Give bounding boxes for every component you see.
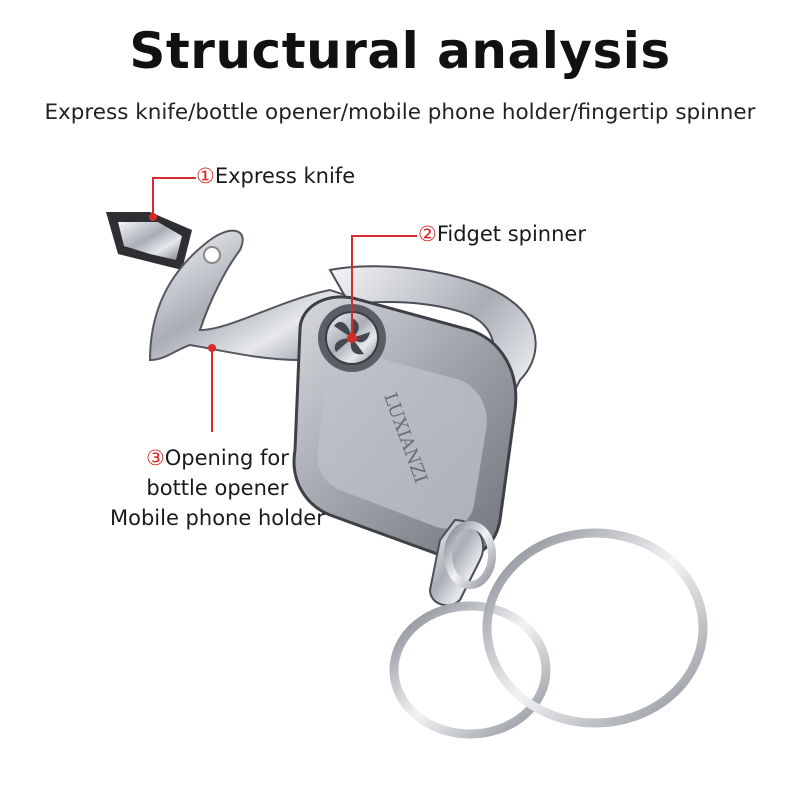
- callout-bottle-opener: ③Opening for bottle opener Mobile phone …: [110, 443, 325, 533]
- callout-number-2: ②: [418, 222, 437, 246]
- callout-label-3-line-2: bottle opener: [146, 476, 289, 500]
- swivel-joint: [428, 518, 496, 607]
- knife-blade: [106, 212, 192, 270]
- callout-express-knife: ①Express knife: [196, 164, 355, 188]
- callout-label-2: Fidget spinner: [436, 222, 586, 246]
- key-ring-right: [482, 528, 708, 728]
- callout-label-3-line-1: Opening for: [164, 446, 289, 470]
- callout-fidget-spinner: ②Fidget spinner: [418, 222, 586, 246]
- callout-label-3-line-3: Mobile phone holder: [110, 506, 325, 530]
- callout-lines: [152, 177, 417, 432]
- page-subtitle: Express knife/bottle opener/mobile phone…: [44, 100, 756, 125]
- key-ring-left: [389, 601, 551, 739]
- callout-dots: [149, 213, 216, 352]
- callout-number-3: ③: [145, 446, 165, 470]
- page-title: Structural analysis: [129, 22, 671, 80]
- callout-label-1: Express knife: [214, 164, 356, 188]
- callout-number-1: ①: [196, 164, 215, 188]
